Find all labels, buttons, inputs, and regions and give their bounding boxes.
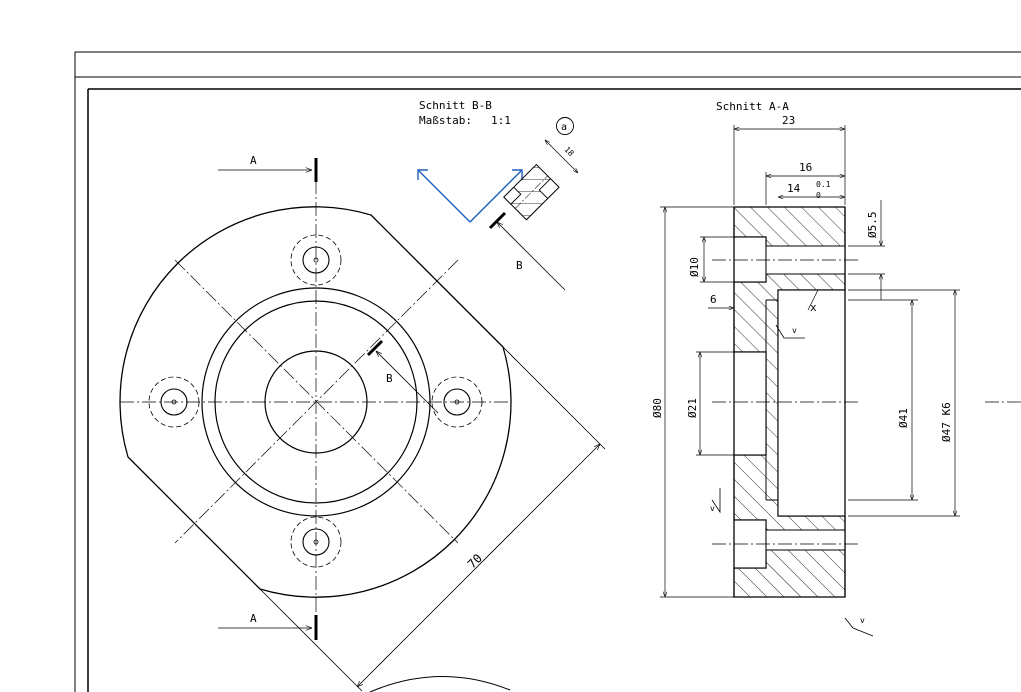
surface-finish-marks <box>711 324 874 637</box>
dim-6-label: 6 <box>710 293 717 306</box>
section-letter-a-bottom: A <box>250 612 257 625</box>
section-aa-centerlines <box>712 259 1021 545</box>
section-bb-title: Schnitt B-B <box>419 99 492 112</box>
dim-23-label: 23 <box>782 114 795 127</box>
surface-mark-3: v <box>860 616 865 625</box>
surface-mark-2: v <box>710 504 715 513</box>
dim-70-label: 70 <box>465 551 485 571</box>
section-letter-b-inner: B <box>386 372 393 385</box>
dimension-70 <box>259 346 606 692</box>
dim-21-label: Ø21 <box>686 398 699 418</box>
front-view <box>119 180 512 625</box>
section-letter-b-outer: B <box>516 259 523 272</box>
section-aa-dimensions <box>660 125 960 598</box>
surface-mark-1: v <box>792 326 797 335</box>
chamfer-x-label: x <box>810 301 817 314</box>
detail-marker-label: a <box>561 122 567 133</box>
section-bb-view <box>503 163 560 221</box>
dim-10-label: Ø10 <box>688 257 701 277</box>
section-bb-scale-value: 1:1 <box>491 114 511 127</box>
dim-80-label: Ø80 <box>651 398 664 418</box>
partial-arc-bottom <box>369 676 511 692</box>
section-aa-view <box>733 206 846 598</box>
section-bb-scale-label: Maßstab: <box>419 114 472 127</box>
sheet-frame <box>74 51 1021 692</box>
section-aa-title: Schnitt A-A <box>716 100 789 113</box>
dim-41-label: Ø41 <box>897 408 910 428</box>
dim-5-5-label: Ø5.5 <box>866 212 879 239</box>
dim-14-tol-upper: 0.1 <box>816 180 831 189</box>
section-a-markers <box>218 158 318 640</box>
dim-18-label: 18 <box>562 145 575 158</box>
section-b-markers <box>366 211 566 414</box>
section-letter-a-top: A <box>250 154 257 167</box>
dim-14-tol-lower: 0 <box>816 191 821 200</box>
dim-16-label: 16 <box>799 161 812 174</box>
dimension-18 <box>545 140 578 173</box>
dim-47-k6-label: Ø47 K6 <box>940 402 953 442</box>
view-direction-arrows <box>417 169 523 223</box>
dim-14-label: 14 <box>787 182 801 195</box>
detail-marker-circle <box>556 117 574 135</box>
